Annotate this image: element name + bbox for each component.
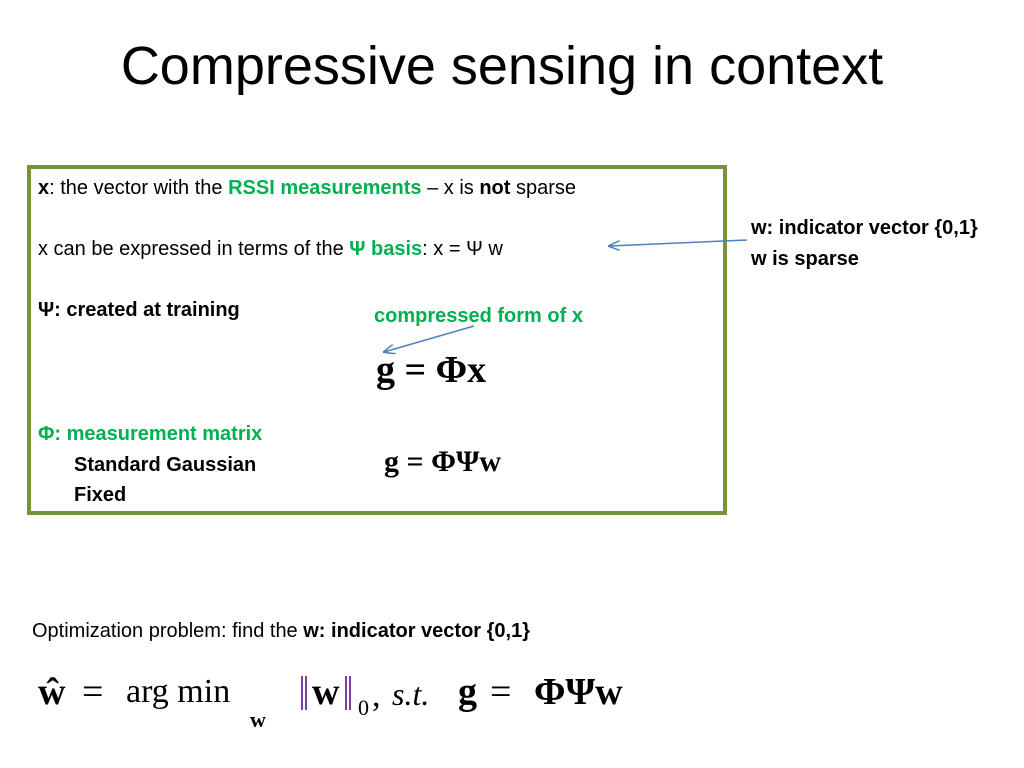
opt-lhs-w-hat: ŵ xyxy=(38,671,66,713)
opt-comma: , xyxy=(372,677,381,714)
rssi-highlight: RSSI measurements xyxy=(228,177,422,199)
compressed-form-label: compressed form of x xyxy=(374,305,583,327)
eq1-lhs: g xyxy=(376,349,395,391)
line1-text3: sparse xyxy=(510,177,577,199)
opt-norm-w: w xyxy=(312,671,340,713)
equation-g-phi-psi-w: g = ΦΨw xyxy=(384,444,501,480)
optimization-bold: w: indicator vector {0,1} xyxy=(303,620,530,642)
eq2-rhs: ΦΨw xyxy=(431,445,502,478)
vector-x-description: x: the vector with the RSSI measurements… xyxy=(38,176,576,200)
arrow-to-psi-w xyxy=(609,239,748,246)
line2-text2: : x = Ψ w xyxy=(422,238,503,260)
line1-text1: : the vector with the xyxy=(49,177,229,199)
opt-rhs: ΦΨw xyxy=(534,671,623,713)
phi-item-fixed: Fixed xyxy=(74,484,127,506)
psi-training-label: Ψ: created at training xyxy=(38,299,240,321)
opt-norm-left xyxy=(300,676,308,710)
content-box xyxy=(27,165,727,515)
side-note-sparse: w is sparse xyxy=(751,248,859,270)
optimization-statement: Optimization problem: find the w: indica… xyxy=(32,619,530,643)
phi-measurement-label: Φ: measurement matrix xyxy=(38,423,263,445)
opt-eq-sign-2: = xyxy=(490,671,512,713)
eq1-rhs: Φx xyxy=(435,349,487,391)
opt-norm-right xyxy=(344,676,352,710)
opt-eq-sign: = xyxy=(82,671,104,713)
opt-argmin: arg min xyxy=(126,673,231,710)
opt-norm-sub: 0 xyxy=(358,695,369,720)
arrow-to-eq1 xyxy=(384,325,475,352)
optimization-text: Optimization problem: find the xyxy=(32,620,298,642)
line1-text2: – x is xyxy=(421,177,480,199)
phi-item-gaussian: Standard Gaussian xyxy=(74,454,257,476)
psi-basis-description: x can be expressed in terms of the Ψ bas… xyxy=(38,237,503,261)
eq2-op: = xyxy=(406,445,424,478)
psi-basis-highlight: Ψ basis xyxy=(349,238,423,260)
equation-g-phi-x: g = Φx xyxy=(376,348,486,392)
eq1-op: = xyxy=(404,349,427,391)
var-x: x xyxy=(38,177,50,199)
optimization-equation: ŵ = arg min w w 0 , s.t. g = ΦΨw xyxy=(38,668,658,732)
opt-argmin-sub: w xyxy=(250,707,266,732)
line2-text1: x can be expressed in terms of the xyxy=(38,238,350,260)
opt-st: s.t. xyxy=(392,676,430,712)
opt-g: g xyxy=(458,671,477,713)
eq2-lhs: g xyxy=(384,445,399,478)
slide-title: Compressive sensing in context xyxy=(120,36,884,96)
side-note-indicator: w: indicator vector {0,1} xyxy=(751,217,978,239)
not-emphasis: not xyxy=(479,177,511,199)
